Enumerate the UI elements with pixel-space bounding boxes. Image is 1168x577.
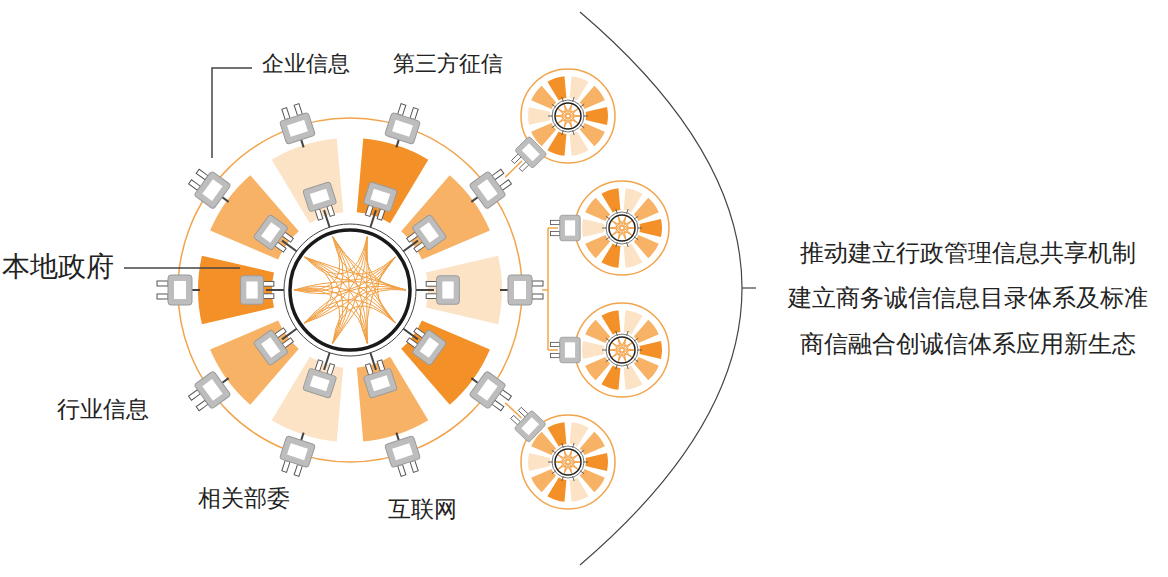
plug: [185, 164, 231, 209]
source-label: 互联网: [388, 497, 457, 522]
plug: [403, 323, 447, 366]
plug: [403, 214, 447, 257]
segment: [570, 131, 589, 155]
leader-line: [212, 68, 252, 158]
hub-ring: [575, 303, 669, 397]
segment: [528, 107, 550, 125]
source-label: 相关部委: [198, 486, 290, 511]
segment: [357, 139, 428, 224]
segment: [528, 453, 550, 471]
plug: [253, 214, 297, 257]
plug: [303, 358, 340, 398]
bracket-tick: [742, 287, 756, 288]
plug: [469, 371, 515, 416]
goal-text: 商信融合创诚信体系应用新生态: [800, 331, 1136, 357]
plug: [360, 358, 397, 398]
segment: [547, 76, 566, 100]
plug: [469, 164, 515, 209]
plug: [550, 215, 580, 241]
plug: [185, 371, 231, 416]
bracket: [580, 12, 742, 565]
segment: [640, 341, 662, 359]
plug: [507, 404, 546, 443]
segment: [357, 357, 428, 442]
goal-text: 推动建立行政管理信息共享机制: [800, 240, 1136, 266]
segment: [640, 219, 662, 237]
source-label: 第三方征信: [393, 52, 503, 76]
plug: [276, 436, 315, 479]
hub-links: [505, 136, 580, 443]
segment: [624, 365, 643, 389]
plug: [385, 102, 424, 145]
plug: [508, 275, 543, 305]
segment: [272, 357, 343, 442]
plug: [385, 436, 424, 479]
goal-text: 建立商务诚信信息目录体系及标准: [788, 285, 1148, 311]
segment: [582, 341, 604, 359]
segment: [272, 139, 343, 224]
segment: [580, 432, 605, 455]
source-label: 行业信息: [57, 397, 149, 422]
hub-ring: [575, 181, 669, 275]
segment: [586, 453, 608, 471]
segment: [426, 256, 502, 324]
segment: [624, 243, 643, 267]
segment: [570, 477, 589, 501]
leader-line: [124, 267, 240, 269]
plug: [253, 323, 297, 366]
satellite-hub: [575, 181, 669, 275]
plug: [241, 276, 274, 305]
segment: [585, 357, 610, 380]
segment: [601, 188, 620, 212]
segment: [585, 235, 610, 258]
segment: [601, 310, 620, 334]
plug: [508, 136, 547, 175]
plug: [550, 337, 580, 363]
segment: [634, 198, 659, 221]
satellite-hub: [575, 303, 669, 397]
main-hub: [157, 102, 543, 478]
network-art: [124, 12, 756, 565]
plug: [276, 102, 315, 145]
plug: [426, 276, 459, 305]
source-label: 企业信息: [262, 52, 350, 76]
segment: [198, 256, 274, 324]
plug: [303, 182, 340, 222]
segment: [531, 469, 556, 492]
segment: [586, 107, 608, 125]
segment: [547, 422, 566, 446]
plug: [157, 275, 192, 305]
segment: [634, 320, 659, 343]
plug: [360, 182, 397, 222]
segment: [582, 219, 604, 237]
segment: [580, 86, 605, 109]
source-label: 本地政府: [2, 252, 114, 283]
